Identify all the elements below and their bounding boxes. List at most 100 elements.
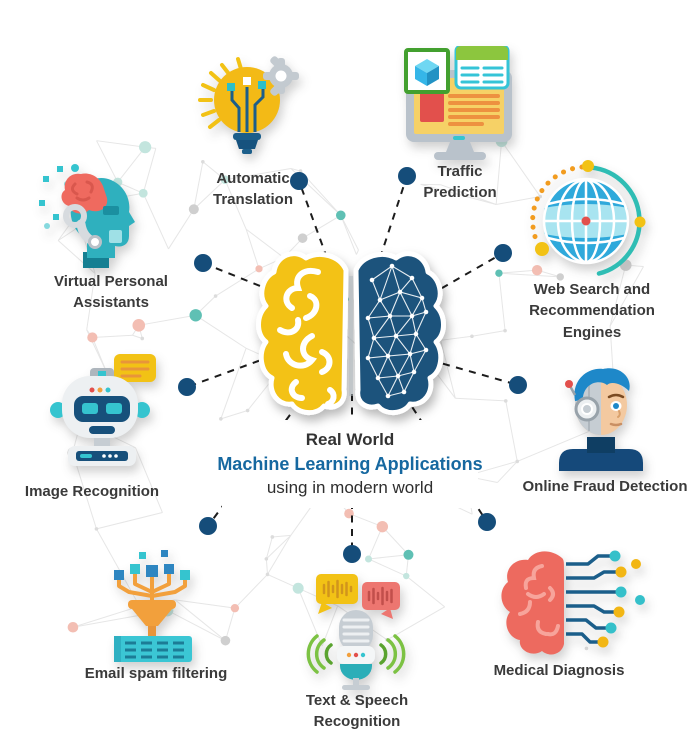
data-chip	[146, 565, 158, 577]
gear-icon	[263, 56, 299, 96]
label-line: Recommendation Engines	[529, 302, 655, 341]
label-web-search-recommendation: Web Search and Recommendation Engines	[501, 279, 683, 343]
label-line: Online Fraud Detection	[522, 478, 688, 495]
base-dot	[114, 454, 118, 458]
screen-text-lines	[448, 94, 500, 126]
funnel-mail-icon	[114, 550, 192, 662]
data-chip	[161, 550, 168, 557]
brain-circuit-icon	[501, 550, 645, 655]
shoulders	[559, 449, 643, 471]
connector-dot-text-speech-recognition	[343, 545, 361, 563]
face-panel	[103, 206, 119, 215]
mic-led	[346, 652, 352, 658]
base-slot	[80, 454, 92, 458]
label-line: Image Recognition	[24, 483, 160, 500]
monitor-base	[434, 152, 486, 160]
connector-line-image-recognition	[186, 355, 273, 388]
circuit-node	[609, 550, 621, 562]
node-automatic-translation	[195, 50, 303, 164]
funnel-stem	[148, 626, 156, 636]
node-medical-diagnosis	[498, 544, 662, 656]
label-automatic-translation: Automatic Translation	[173, 168, 333, 211]
cyborg-face-icon	[559, 368, 643, 471]
node-text-speech-recognition	[296, 568, 418, 690]
brain-illustration	[256, 251, 446, 415]
lightbulb-rays	[198, 57, 243, 129]
status-led	[97, 387, 103, 393]
mic-cup	[340, 664, 372, 680]
mouth	[609, 422, 623, 427]
robot-eye	[106, 403, 122, 414]
base-panel	[76, 451, 128, 461]
node-virtual-personal-assistants	[37, 158, 149, 268]
ai-head-profile-icon	[39, 164, 135, 268]
circuit-node	[615, 586, 627, 598]
node-email-spam-filtering	[95, 540, 210, 662]
globe-orbit-icon	[530, 160, 646, 276]
robot-mouth	[89, 426, 115, 434]
connector-line-web-search	[429, 252, 504, 296]
circuit-node	[631, 559, 641, 569]
mic-led	[360, 652, 366, 658]
label-line: Medical Diagnosis	[493, 662, 625, 679]
mech-joint	[88, 235, 102, 249]
connector-dot-email-spam-filtering	[199, 517, 217, 535]
label-line: Automatic	[216, 170, 290, 187]
caption-line-1: Real World	[305, 430, 395, 449]
hair	[574, 368, 630, 401]
brain-folds	[70, 180, 94, 202]
exposed-brain	[61, 173, 108, 214]
orbit-dot	[634, 216, 646, 228]
label-line: Virtual Personal	[54, 273, 168, 290]
connector-line-automatic-translation	[298, 180, 328, 259]
collar	[587, 437, 615, 453]
nose	[617, 410, 621, 418]
connector-dot-virtual-personal-assistants	[194, 254, 212, 272]
label-online-fraud-detection: Online Fraud Detection	[515, 476, 695, 497]
label-email-spam-filtering: Email spam filtering	[66, 663, 246, 684]
brain-folds	[518, 564, 560, 637]
speech-bubble-red	[362, 582, 400, 619]
brain-gyri	[277, 268, 337, 407]
connector-dot-web-search	[494, 244, 512, 262]
connector-dot-traffic-prediction	[398, 167, 416, 185]
mail-box-edge	[114, 636, 121, 662]
label-line: Traffic	[437, 163, 483, 180]
funnel-cone	[132, 609, 172, 626]
data-chip	[139, 552, 146, 559]
mail-text-lines	[125, 641, 186, 659]
lens-center	[581, 403, 593, 415]
label-traffic-prediction: Traffic Prediction	[380, 161, 540, 204]
circuit-node	[597, 636, 609, 648]
speech-bubble-yellow	[316, 574, 358, 614]
circuit-chip	[243, 77, 251, 85]
bulb-circuits	[230, 87, 265, 132]
connector-dot-medical-diagnosis	[478, 513, 496, 531]
brain-net-dots	[365, 263, 429, 399]
cheek-plate	[109, 230, 122, 243]
circuit-chip	[258, 81, 266, 89]
label-virtual-personal-assistants: Virtual Personal Assistants	[31, 271, 191, 314]
caption-line-3: using in modern world	[266, 478, 434, 497]
dotted-orbit-arc	[530, 164, 585, 245]
label-line: Email spam filtering	[84, 665, 228, 682]
node-web-search-recommendation	[525, 160, 647, 282]
cube-overlay	[404, 48, 450, 94]
microphone-icon	[306, 574, 406, 690]
monitor-analytics-icon	[404, 46, 512, 160]
connector-dot-automatic-translation	[290, 172, 308, 190]
robot-eye	[82, 403, 98, 414]
circuit-traces	[566, 554, 616, 644]
data-chip	[180, 570, 190, 580]
label-line: Text & Speech Recognition	[305, 692, 409, 731]
label-text-speech-recognition: Text & Speech Recognition	[267, 690, 447, 733]
data-chip	[114, 570, 124, 580]
data-chip	[130, 564, 140, 574]
caption-line-2: Machine Learning Applications	[217, 454, 483, 474]
label-line: Web Search and	[533, 281, 651, 298]
robot-visor	[74, 396, 130, 422]
screen-image-block	[420, 92, 444, 122]
mic-grill	[342, 618, 370, 643]
